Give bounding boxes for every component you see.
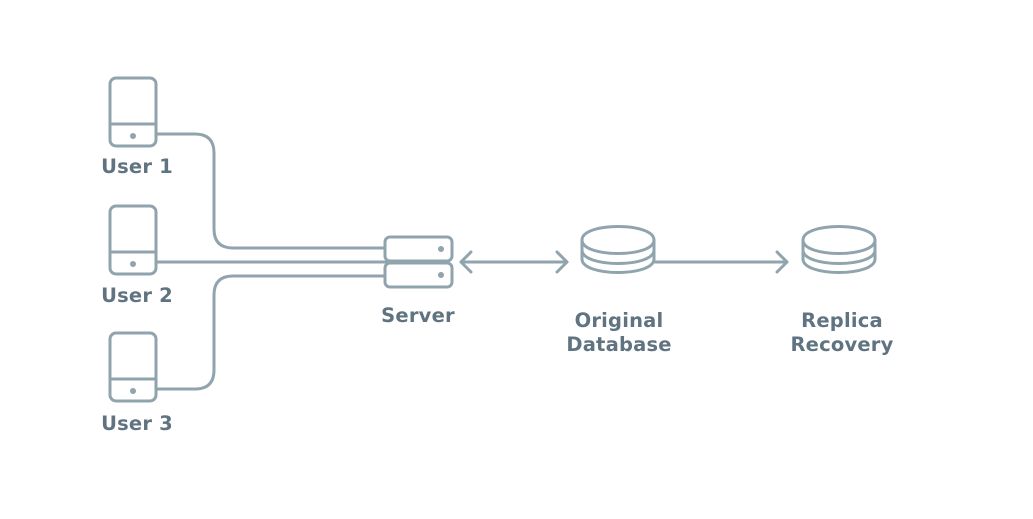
replica-label-line1: Replica — [801, 309, 883, 332]
original-database-label-line2: Database — [566, 333, 671, 356]
server-label: Server — [381, 304, 455, 327]
server-icon — [383, 235, 454, 289]
mobile-device-icon — [108, 331, 158, 403]
user-1-node[interactable]: User 1 — [101, 76, 173, 178]
mobile-device-icon — [108, 76, 158, 148]
connector-user-1-server — [155, 132, 388, 250]
server-node[interactable]: Server — [381, 235, 455, 327]
server-database-arrow — [459, 250, 569, 274]
user-2-label: User 2 — [101, 284, 173, 307]
user-3-label: User 3 — [101, 412, 173, 435]
database-icon — [801, 225, 877, 274]
user-1-label: User 1 — [101, 155, 173, 178]
user-2-node[interactable]: User 2 — [101, 204, 173, 307]
replica-label-line2: Recovery — [790, 333, 893, 356]
replica-database-node[interactable]: Replica Recovery — [790, 225, 893, 357]
user-connections — [155, 132, 388, 391]
user-3-node[interactable]: User 3 — [101, 331, 173, 435]
original-database-label-line1: Original — [575, 309, 664, 332]
original-database-node[interactable]: Original Database — [566, 225, 671, 357]
replication-arrow — [653, 250, 789, 274]
connector-user-3-server — [155, 274, 388, 391]
mobile-device-icon — [108, 204, 158, 276]
database-icon — [580, 225, 656, 274]
